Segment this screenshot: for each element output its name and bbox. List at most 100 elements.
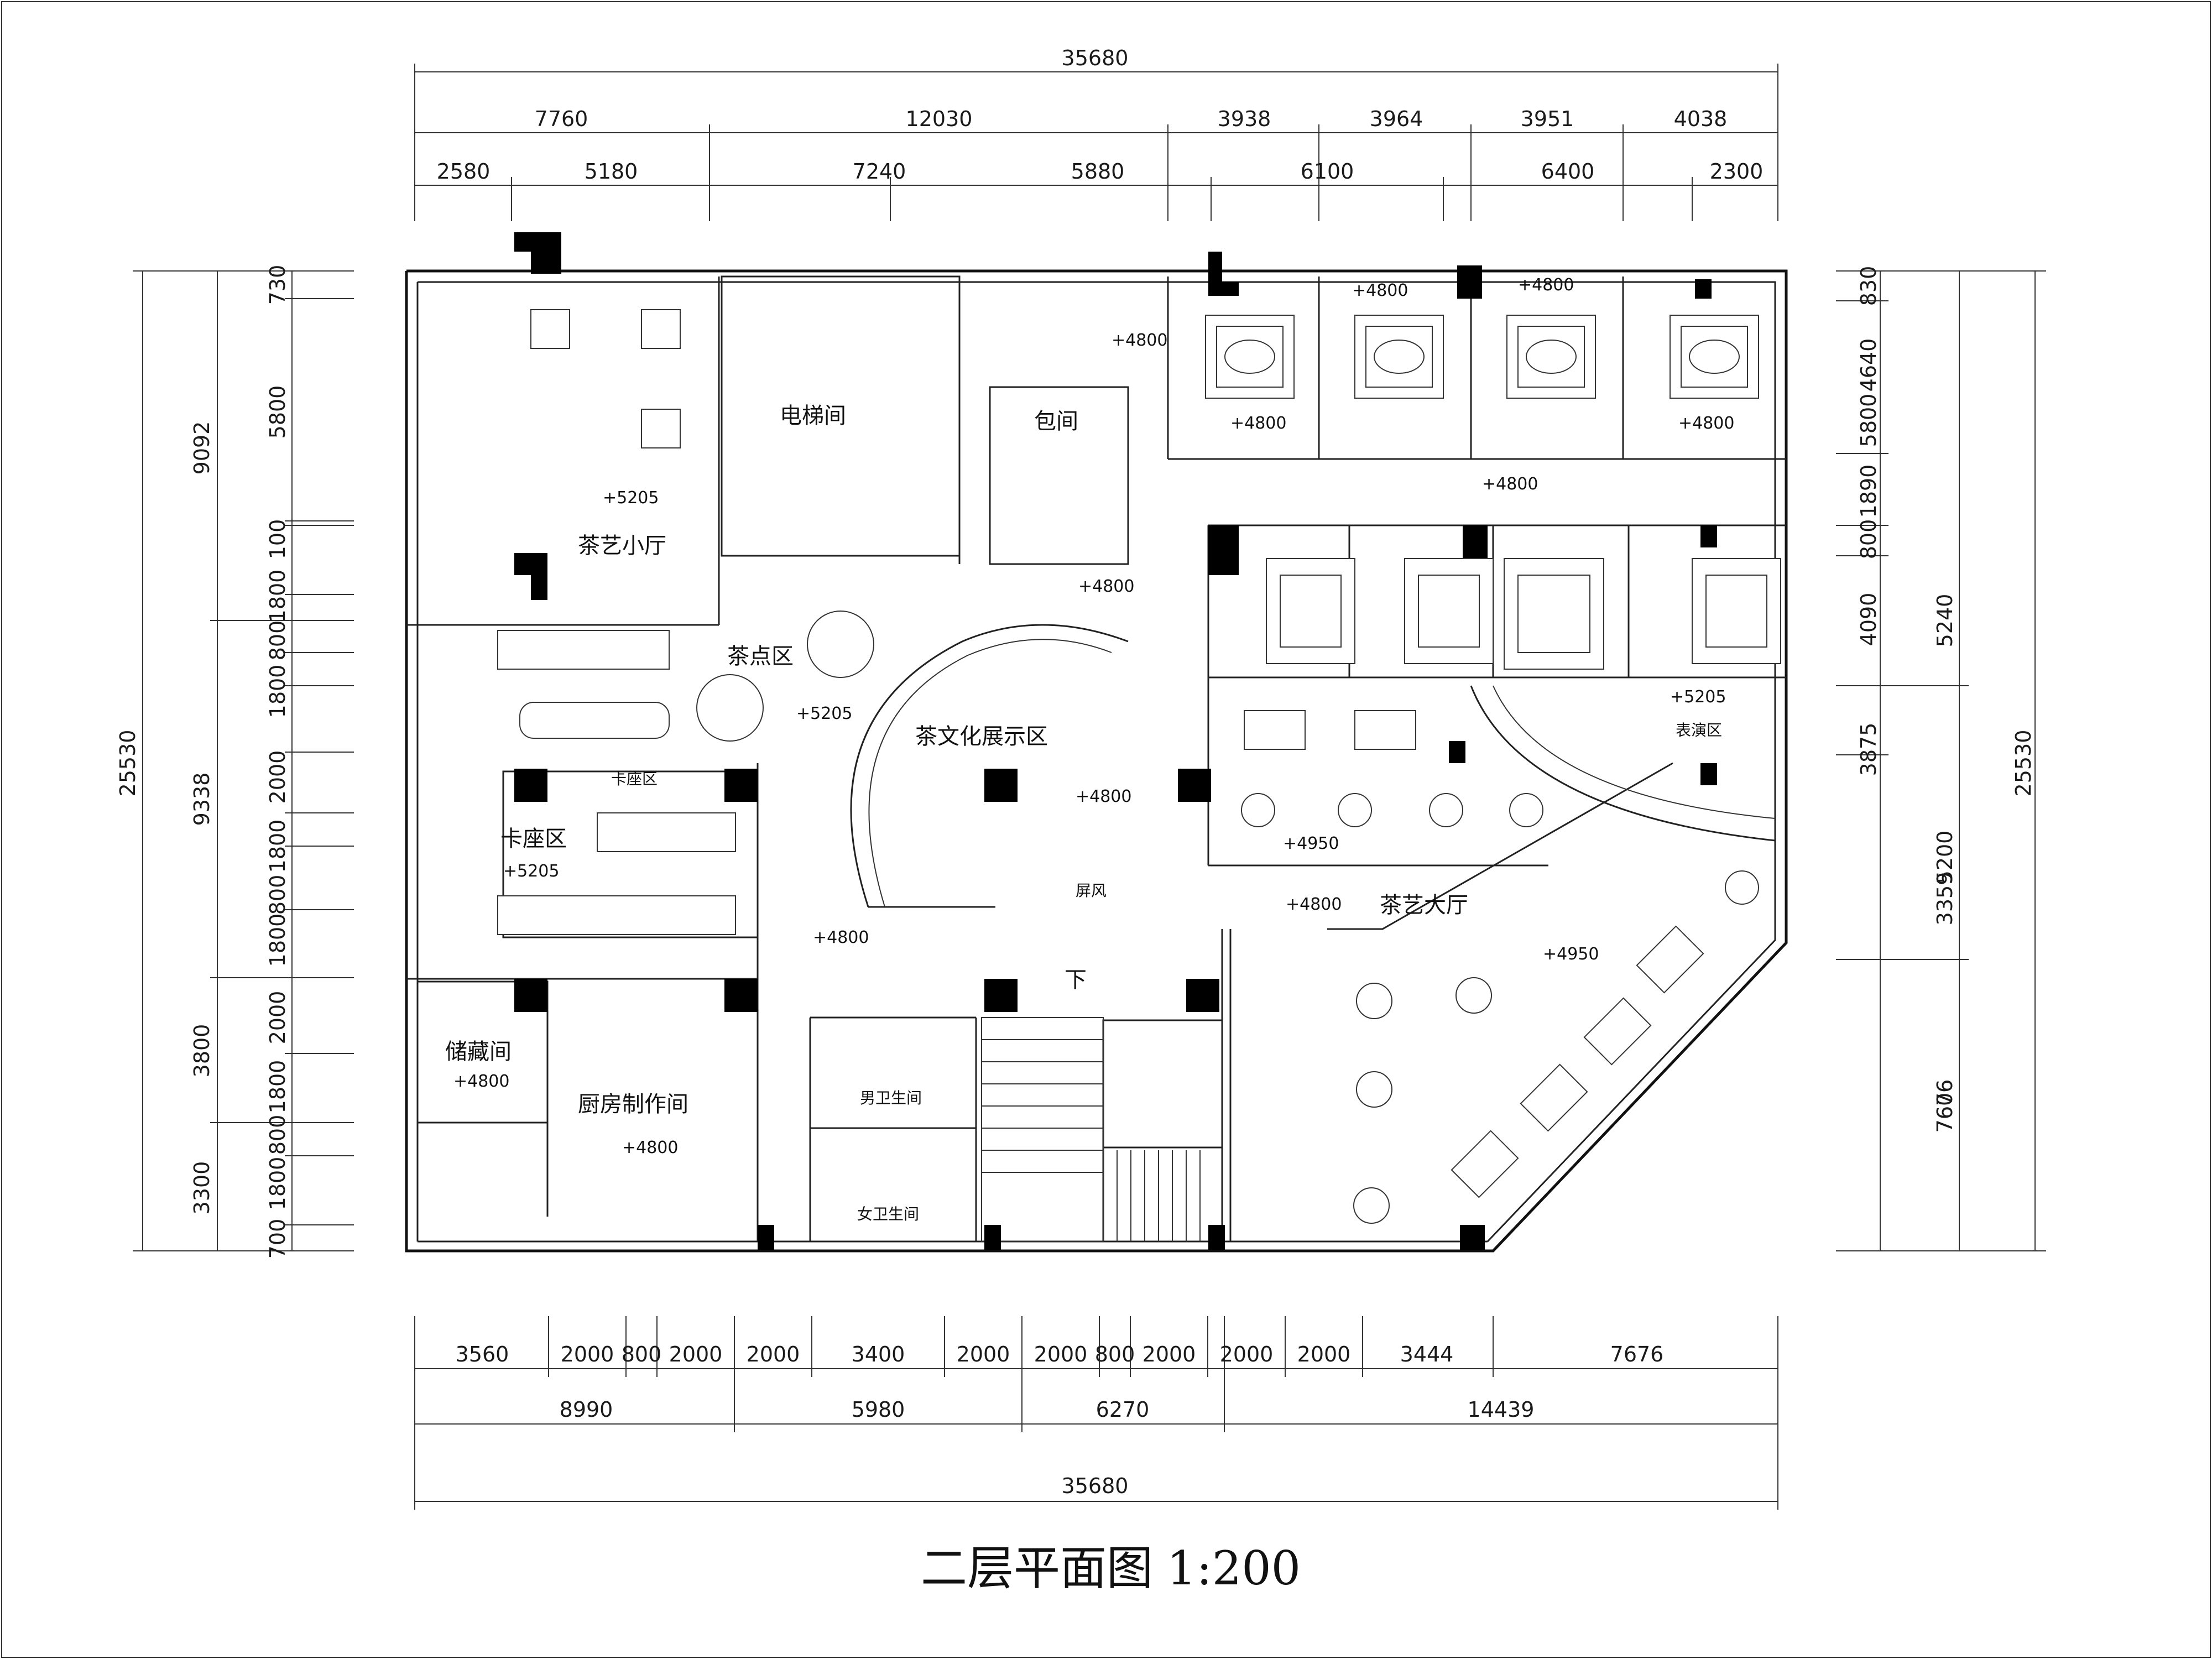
dim-left-inner-9: 800 [265, 875, 290, 915]
dim-bottom-inner-11: 2000 [1220, 1342, 1274, 1366]
elevation-marker: +4800 [1078, 577, 1134, 596]
dim-bottom-inner-8: 2000 [1034, 1342, 1088, 1366]
column [1208, 1225, 1225, 1250]
dim-top-mid-5: 3951 [1521, 107, 1574, 131]
dim-right-inner-7: 3875 [1856, 723, 1881, 776]
room-label-kitchen: 厨房制作间 [578, 1092, 688, 1117]
tea-hall-tables [1241, 710, 1759, 1224]
column [758, 1225, 774, 1250]
drawing-title-block: 二层平面图 1:200 [921, 1541, 1301, 1595]
elevation-marker: +4800 [1352, 281, 1408, 300]
room-label-screen: 屏风 [1076, 881, 1107, 900]
column [984, 979, 1018, 1012]
column [1208, 252, 1239, 296]
column [724, 979, 758, 1012]
dim-top-inner-6: 6400 [1541, 159, 1595, 184]
elevation-marker: +5205 [503, 862, 559, 881]
elevation-markers: +5205 +5205 +5205 +5205 +4800 +4800 +480… [453, 275, 1734, 1157]
dim-left-inner-14: 1800 [265, 1157, 290, 1211]
dim-right-total: 25530 [2011, 730, 2036, 797]
dim-right-inner-9: 7606 [1933, 1079, 1957, 1133]
drawing-title: 二层平面图 [921, 1541, 1153, 1595]
column [724, 769, 758, 802]
column [1186, 979, 1219, 1012]
column [514, 232, 561, 274]
dim-bottom-total: 35680 [1062, 1474, 1129, 1498]
dim-left-inner-7: 2000 [265, 750, 290, 804]
column [514, 769, 547, 802]
dim-top-inner-1: 2580 [437, 159, 491, 184]
dim-right-inner-1: 830 [1856, 266, 1881, 306]
dim-right-inner-2: 4640 [1856, 338, 1881, 392]
dim-top-total: 35680 [1062, 46, 1129, 70]
dim-bottom-inner-4: 2000 [669, 1342, 723, 1366]
column [1463, 525, 1488, 561]
room-label-private-room: 包间 [1034, 409, 1078, 434]
dim-bottom-inner-2: 2000 [561, 1342, 614, 1366]
dim-top-mid-1: 7760 [535, 107, 588, 131]
dim-top-inner-5: 6100 [1301, 159, 1354, 184]
room-label-tea-small-hall: 茶艺小厅 [578, 533, 666, 559]
dim-bottom-mid-2: 5980 [852, 1397, 905, 1422]
dim-top-inner-7: 2300 [1710, 159, 1764, 184]
dim-left-inner-12: 1800 [265, 1060, 290, 1114]
dim-bottom-inner-3: 800 [622, 1342, 662, 1366]
column [1178, 769, 1211, 802]
top-dimensions: 35680 7760 12030 3938 3964 3951 4038 258… [414, 46, 1778, 221]
dim-left-mid-1: 9092 [190, 421, 214, 475]
elevation-marker: +4950 [1283, 834, 1339, 853]
column [1700, 525, 1717, 547]
room-label-storage: 储藏间 [445, 1039, 512, 1065]
dim-right-mid-3: 7676 [1933, 1079, 1957, 1133]
elevation-marker: +4800 [1112, 331, 1167, 350]
elevation-marker: +5205 [603, 488, 659, 508]
dim-bottom-inner-13: 3444 [1400, 1342, 1454, 1366]
elevation-marker: +4800 [1286, 895, 1342, 914]
dim-bottom-inner-7: 2000 [957, 1342, 1010, 1366]
room-label-tea-hall: 茶艺大厅 [1380, 893, 1468, 918]
dim-right-inner-8: 3359 [1933, 872, 1957, 926]
dim-bottom-inner-1: 3560 [456, 1342, 509, 1366]
dim-right-mid-2: 5200 [1933, 831, 1957, 884]
dim-right-inner-6: 4090 [1856, 593, 1881, 646]
elevation-marker: +4800 [813, 928, 869, 947]
dim-bottom-inner-9: 800 [1095, 1342, 1135, 1366]
dim-left-inner-4: 1800 [265, 570, 290, 623]
dim-left-inner-10: 1800 [265, 914, 290, 967]
dim-left-mid-3: 3800 [190, 1024, 214, 1078]
room-label-elevator: 电梯间 [780, 403, 846, 429]
dim-left-inner-13: 800 [265, 1115, 290, 1155]
dim-bottom-mid-4: 14439 [1468, 1397, 1535, 1422]
elevation-marker: +4800 [453, 1072, 509, 1091]
dim-right-inner-3: 5800 [1856, 394, 1881, 447]
elevation-marker: +4800 [1076, 787, 1131, 806]
dim-left-inner-15: 700 [265, 1219, 290, 1259]
dim-bottom-inner-6: 3400 [852, 1342, 905, 1366]
column [1457, 265, 1482, 299]
dim-top-mid-3: 3938 [1218, 107, 1271, 131]
dim-bottom-inner-10: 2000 [1142, 1342, 1196, 1366]
column [1208, 525, 1239, 575]
dim-top-inner-2: 5180 [585, 159, 638, 184]
column [1449, 741, 1465, 763]
staircase [981, 1017, 1201, 1242]
dim-right-mid-1: 5240 [1933, 594, 1957, 648]
dim-bottom-inner-14: 7676 [1610, 1342, 1664, 1366]
dim-right-inner-5: 800 [1856, 519, 1881, 560]
room-label-tea-culture: 茶文化展示区 [915, 724, 1048, 749]
left-dimensions: 25530 9092 9338 3800 3300 730 5800 100 1… [116, 265, 354, 1259]
dim-left-mid-2: 9338 [190, 773, 214, 826]
dim-top-mid-4: 3964 [1370, 107, 1423, 131]
column [984, 1225, 1001, 1250]
dim-right-inner-4: 1890 [1856, 465, 1881, 518]
dim-left-inner-1: 730 [265, 265, 290, 305]
dim-bottom-mid-3: 6270 [1096, 1397, 1150, 1422]
dim-bottom-inner-12: 2000 [1297, 1342, 1351, 1366]
elevation-marker: +4800 [1518, 275, 1574, 295]
dim-left-inner-2: 5800 [265, 385, 290, 439]
room-label-tea-snack: 茶点区 [727, 644, 794, 669]
dim-left-inner-11: 2000 [265, 991, 290, 1045]
elevation-marker: +4800 [1230, 414, 1286, 433]
